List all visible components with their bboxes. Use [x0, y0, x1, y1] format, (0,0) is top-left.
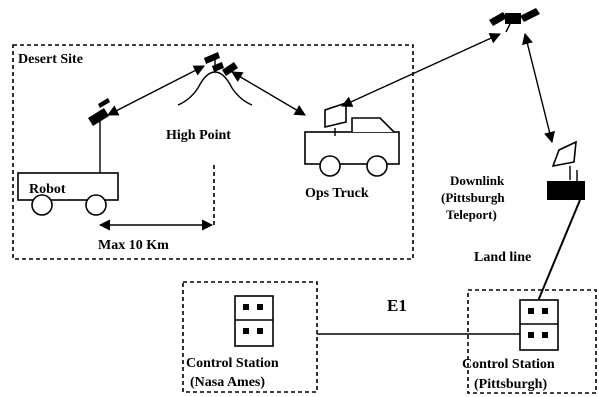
link-robot-highpoint [107, 65, 205, 116]
desert-site-boundary [12, 44, 414, 260]
ops-truck-label: Ops Truck [305, 186, 369, 201]
control-station-ames-title: Control Station [186, 356, 279, 371]
downlink-label: Downlink [450, 173, 505, 188]
land-line-label: Land line [474, 250, 531, 265]
satellite-dish-icon [547, 140, 585, 200]
desert-site-label: Desert Site [18, 52, 83, 67]
control-station-ames-sub: (Nasa Ames) [190, 375, 265, 390]
land-line [537, 199, 581, 302]
control-station-pittsburgh-title: Control Station [462, 357, 555, 372]
control-station-ames-boundary [182, 281, 318, 393]
robot-label: Robot [29, 182, 66, 197]
control-station-pittsburgh-boundary [467, 289, 597, 394]
control-station-icon [519, 299, 559, 351]
high-point-relay-icon [177, 52, 253, 106]
satellite-icon [489, 8, 540, 33]
max-range-label: Max 10 Km [98, 238, 169, 253]
pittsburgh-teleport-label-2: Teleport) [446, 207, 497, 222]
high-point-label: High Point [166, 128, 231, 143]
link-satellite-downlink [522, 32, 555, 144]
link-highpoint-truck [231, 71, 306, 116]
e1-label: E1 [387, 296, 407, 315]
pittsburgh-teleport-label-1: (Pittsburgh [441, 190, 505, 205]
control-station-pittsburgh-sub: (Pittsburgh) [474, 377, 547, 392]
control-station-icon [234, 295, 274, 347]
truck-icon [304, 101, 400, 177]
robot-icon [17, 98, 119, 216]
link-truck-satellite [340, 33, 502, 107]
